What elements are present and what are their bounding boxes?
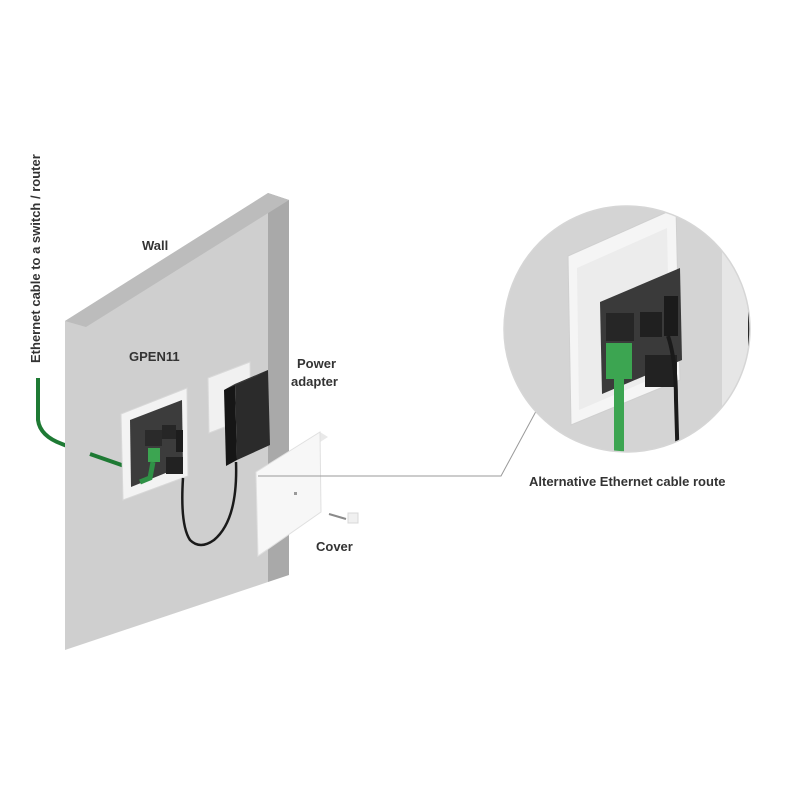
connector-clip <box>176 430 183 452</box>
label-gpen11: GPEN11 <box>129 349 180 364</box>
cover-front <box>255 431 322 557</box>
label-power-line2: adapter <box>291 374 338 389</box>
zoom-ethernet-plug <box>606 343 632 379</box>
ethernet-cable-short <box>139 461 156 485</box>
zoom-rj45-connector <box>606 313 634 341</box>
zoom-clip <box>664 296 678 336</box>
leader-line <box>258 401 542 477</box>
power-cable <box>181 461 238 547</box>
zoom-port <box>640 312 662 337</box>
cover-icon <box>255 431 328 557</box>
zoom-wall-edge <box>722 206 750 452</box>
label-power-line1: Power <box>297 356 336 371</box>
gpen11-device <box>120 387 189 501</box>
label-alt-route: Alternative Ethernet cable route <box>529 474 726 489</box>
ethernet-plug <box>148 448 160 462</box>
port-connector <box>166 457 183 474</box>
screw-icon <box>328 512 359 524</box>
label-cover: Cover <box>316 539 353 554</box>
zoom-power-cable <box>666 335 680 452</box>
adapter-body <box>235 370 270 460</box>
port-connector <box>162 425 176 439</box>
rj45-connector-icon <box>145 430 162 446</box>
power-adapter-icon <box>207 361 270 466</box>
zoom-detail <box>503 205 751 453</box>
adapter-top <box>224 370 268 390</box>
cover-hole <box>294 492 297 495</box>
adapter-body-side <box>224 384 237 466</box>
label-ethernet-vertical: Ethernet cable to a switch / router <box>28 154 43 363</box>
wall-top-edge <box>65 193 289 327</box>
ethernet-cable <box>36 378 129 472</box>
label-wall: Wall <box>142 238 168 253</box>
